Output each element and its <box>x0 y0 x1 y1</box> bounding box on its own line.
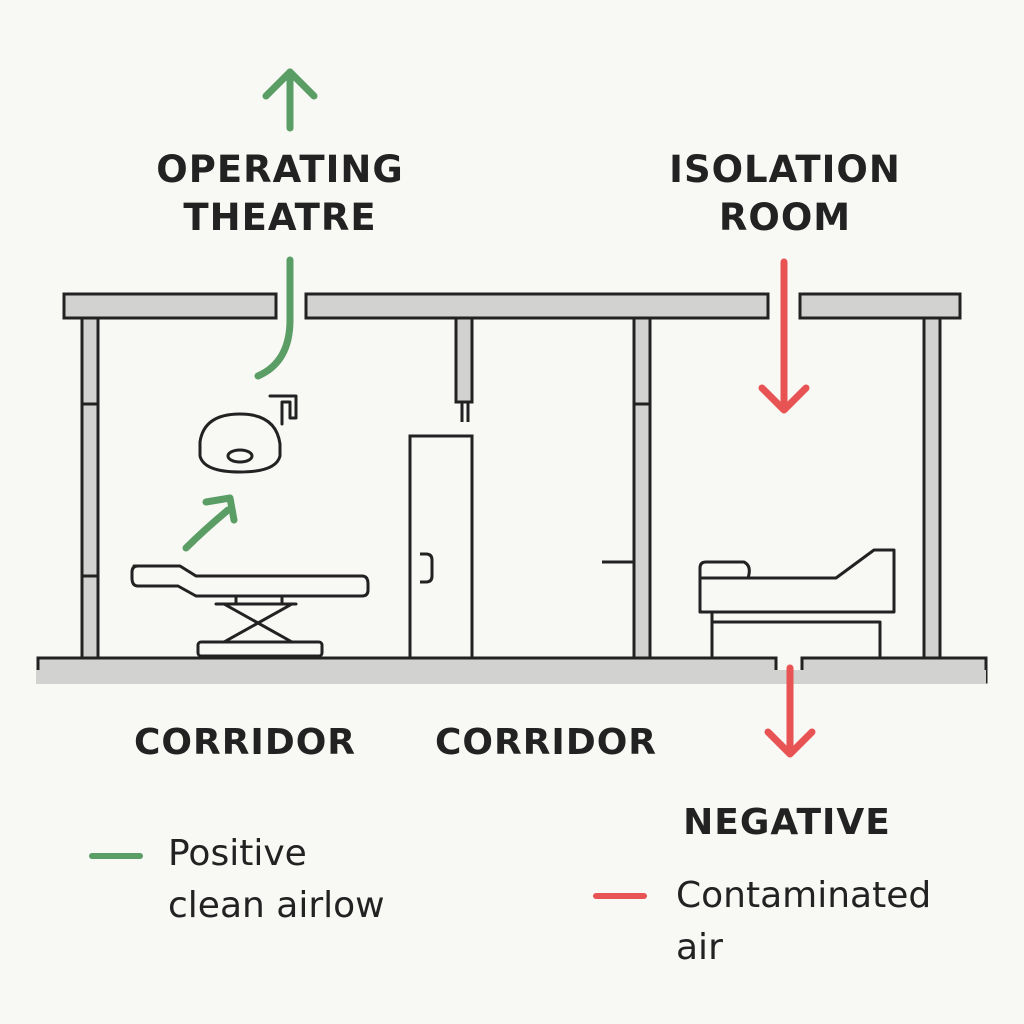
left-outer-wall <box>80 316 100 660</box>
lamp-airflow-arrow-head <box>202 494 238 524</box>
isolation-partition-wall <box>632 316 652 660</box>
theatre-partition-upper <box>454 316 474 404</box>
operating-theatre-title: OPERATING THEATRE <box>130 146 430 242</box>
isolation-room-title-line2: ROOM <box>718 196 852 239</box>
legend-positive-text: Positive clean airlow <box>168 828 385 932</box>
legend-contaminated-line2: air <box>676 927 723 968</box>
operating-table-icon <box>130 564 370 658</box>
legend-contaminated-text: Contaminated air <box>676 870 931 974</box>
lamp-airflow-arrow-shaft <box>182 506 232 552</box>
isolation-down-arrow-head <box>758 384 810 414</box>
surgical-lamp-icon <box>198 394 298 474</box>
right-outer-wall <box>922 316 942 660</box>
theatre-door[interactable] <box>408 434 474 660</box>
negative-pressure-label: NEGATIVE <box>683 802 891 843</box>
legend-positive-line2: clean airlow <box>168 885 385 926</box>
isolation-room-title-line1: ISOLATION <box>669 148 901 191</box>
corridor-label-left: CORRIDOR <box>133 722 357 763</box>
contaminated-airflow-arrows <box>758 258 816 758</box>
clean-airflow-arrows <box>182 68 318 552</box>
operating-theatre-title-line1: OPERATING <box>156 148 404 191</box>
corridor-label-right: CORRIDOR <box>434 722 658 763</box>
legend-contaminated-line1: Contaminated <box>676 875 932 916</box>
legend-positive-line1: Positive <box>168 833 307 874</box>
walls <box>80 316 942 660</box>
ceiling-supply-curve <box>254 256 294 380</box>
ceiling-slab <box>62 292 962 320</box>
isolation-bed-icon <box>698 548 896 658</box>
isolation-room-title: ISOLATION ROOM <box>640 146 930 242</box>
exhaust-up-arrow-head <box>262 68 318 100</box>
floor-shadow <box>36 670 986 684</box>
exhaust-down-arrow-head <box>764 728 816 758</box>
operating-theatre-title-line2: THEATRE <box>183 196 377 239</box>
